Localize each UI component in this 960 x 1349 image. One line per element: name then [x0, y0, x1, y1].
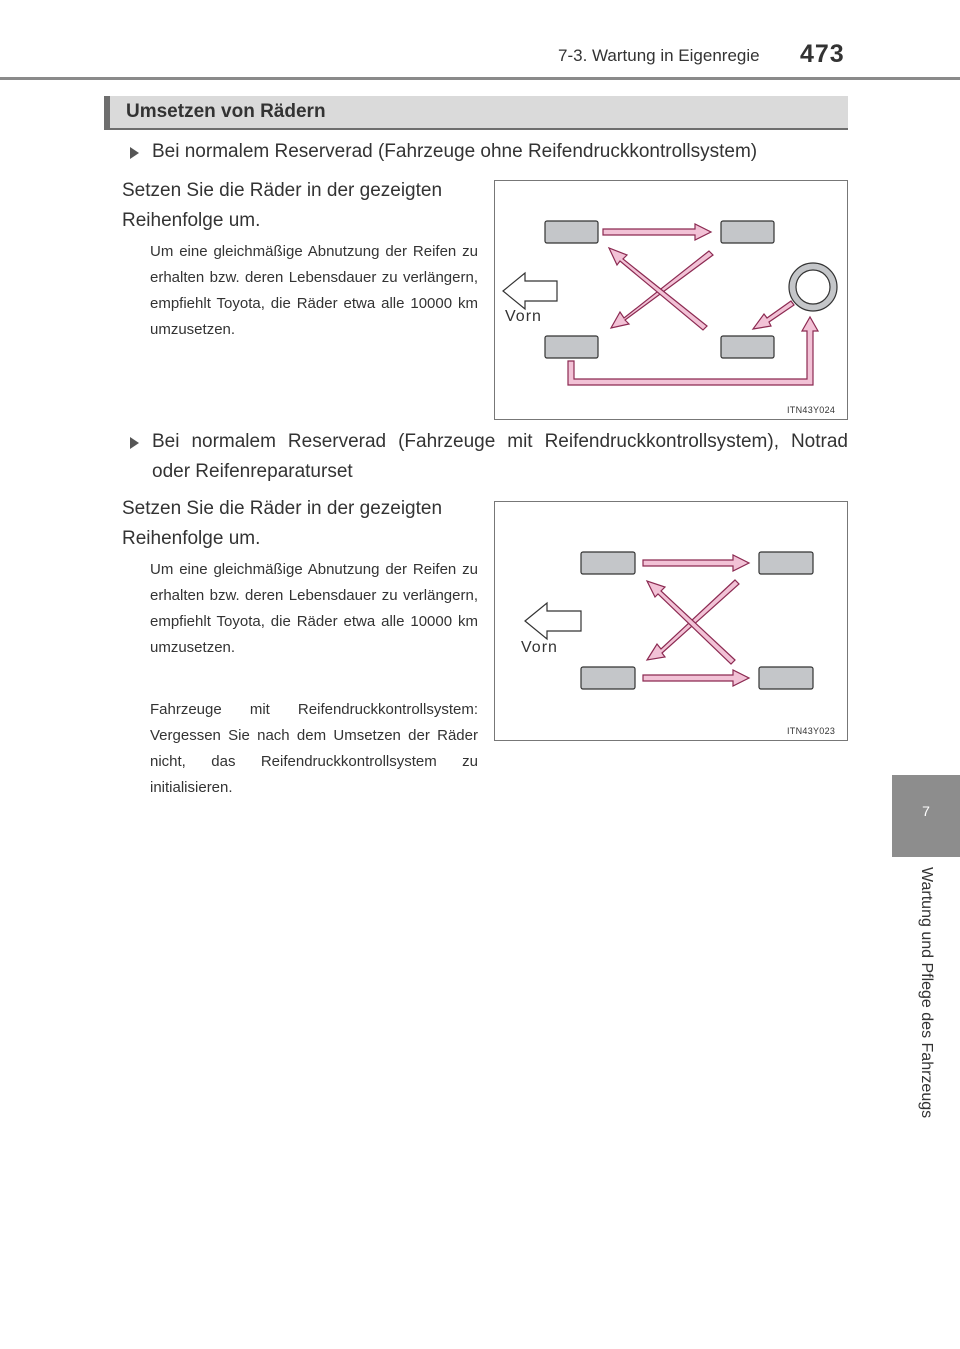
arrow-rear-right-to-front-left	[607, 246, 708, 331]
tire-rear-left	[544, 335, 599, 359]
chapter-title: Wartung und Pflege des Fahrzeugs	[918, 867, 935, 1119]
chapter-tab: 7	[892, 775, 960, 857]
figure-code: ITN43Y024	[787, 405, 836, 415]
bullet-text: Bei normalem Reserverad (Fahrzeuge mit R…	[152, 431, 848, 482]
tire-rear-right	[758, 666, 814, 690]
arrow-rear-right-to-front-left	[645, 579, 736, 665]
header-divider	[0, 77, 960, 80]
arrow-spare-to-rear-right	[751, 300, 795, 330]
section-underline	[104, 128, 848, 130]
tire-front-right	[758, 551, 814, 575]
arrow-front-left-to-front-right	[642, 554, 751, 572]
rotation-arrows	[567, 223, 820, 386]
tire-front-right	[720, 220, 775, 244]
front-direction-arrow-icon	[524, 601, 582, 641]
arrow-rear-left-to-spare	[567, 315, 820, 386]
bullet-triangle-icon	[130, 437, 139, 449]
rotation-arrows	[642, 554, 751, 687]
note-text: Um eine gleichmäßige Abnutzung der Reife…	[150, 243, 478, 338]
bullet-item: Bei normalem Reserverad (Fahrzeuge mit R…	[130, 427, 850, 491]
chapter-number: 7	[922, 803, 930, 819]
section-title: Umsetzen von Rädern	[126, 101, 326, 122]
arrow-front-left-to-front-right	[602, 223, 713, 241]
front-label: Vorn	[521, 639, 558, 656]
arrow-rear-left-to-rear-right	[642, 669, 751, 687]
spare-tire-rim	[795, 269, 831, 305]
rotation-diagram-graphic	[524, 551, 814, 690]
instruction-text: Setzen Sie die Räder in der gezeigten Re…	[122, 498, 443, 549]
front-label: Vorn	[505, 308, 542, 325]
figure-code: ITN43Y023	[787, 726, 836, 736]
rotation-diagram-with-spare: Vorn ITN43Y024	[494, 180, 848, 420]
note-text-tpms: Fahrzeuge mit Reifendruckkontrollsystem:…	[150, 701, 478, 796]
rotation-diagram-x-pattern: Vorn ITN43Y023	[494, 501, 848, 741]
page-number: 473	[800, 40, 845, 68]
tire-front-left	[544, 220, 599, 244]
bullet-text: Bei normalem Reserverad (Fahrzeuge ohne …	[152, 141, 758, 162]
note-text: Um eine gleichmäßige Abnutzung der Reife…	[150, 561, 478, 656]
tire-rear-right	[720, 335, 775, 359]
arrow-front-right-to-rear-left	[645, 579, 740, 661]
tire-front-left	[580, 551, 636, 575]
rotation-diagram-graphic	[502, 220, 838, 386]
section-heading: Umsetzen von Rädern	[104, 96, 848, 128]
instruction-text: Setzen Sie die Räder in der gezeigten Re…	[122, 180, 443, 231]
bullet-triangle-icon	[130, 147, 139, 159]
bullet-item: Bei normalem Reserverad (Fahrzeuge ohne …	[130, 137, 850, 169]
front-direction-arrow-icon	[502, 271, 558, 311]
chapter-title-tab: Wartung und Pflege des Fahrzeugs	[892, 857, 960, 1157]
header-section-title: 7-3. Wartung in Eigenregie	[558, 46, 760, 65]
tire-rear-left	[580, 666, 636, 690]
